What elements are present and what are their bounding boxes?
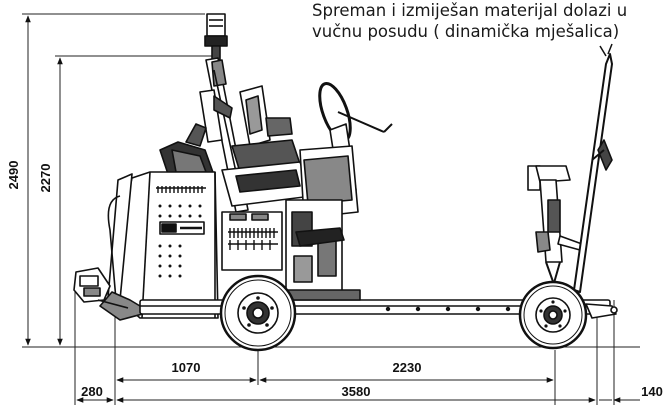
engine-housing [99, 171, 219, 321]
machine [73, 13, 618, 352]
hydraulic-block [285, 199, 345, 293]
front-attachment [73, 267, 129, 309]
dim-label-rear-overhang: 280 [81, 384, 103, 399]
tow-bar-assembly [527, 43, 613, 293]
operator-seat [221, 85, 313, 207]
control-console [159, 123, 216, 181]
dim-label-hitch: 140 [641, 384, 663, 399]
dim-label-total-length: 3580 [342, 384, 371, 399]
dim-label-wheelbase: 2230 [393, 360, 422, 375]
steering [299, 82, 393, 219]
service-panel [221, 211, 283, 271]
dim-label-seat-height: 2270 [38, 164, 53, 193]
dim-label-total-height: 2490 [6, 161, 21, 190]
rear-wheel [518, 280, 588, 350]
beacon-light [204, 13, 228, 61]
caption: Spreman i izmiješan materijal dolazi u v… [312, 0, 668, 42]
caption-line-2: vučnu posudu ( dinamička mješalica) [312, 22, 620, 41]
dim-label-front-overhang: 1070 [172, 360, 201, 375]
front-wheel [219, 274, 297, 352]
caption-line-1: Spreman i izmiješan materijal dolazi u [312, 1, 628, 20]
